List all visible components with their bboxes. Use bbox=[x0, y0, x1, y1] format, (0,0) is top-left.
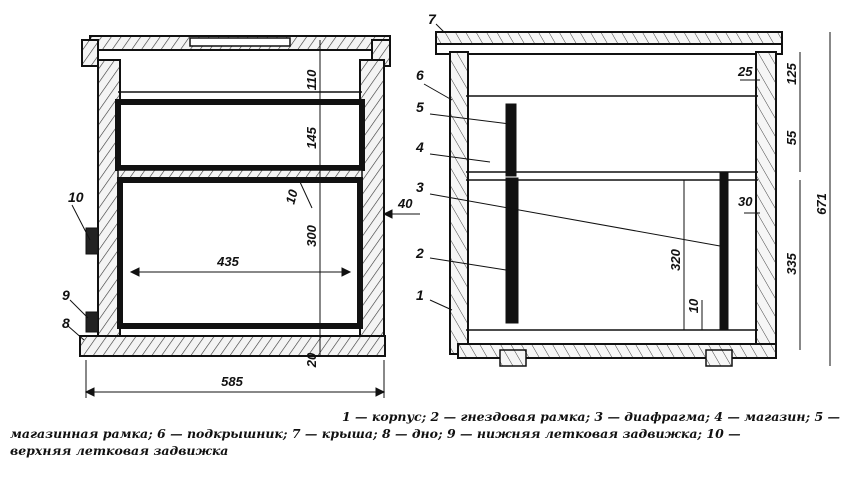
part-label-8: 8 bbox=[62, 315, 70, 331]
dim-320: 320 bbox=[668, 248, 683, 270]
side-bottom bbox=[457, 343, 777, 359]
caption-line-3: верхняя летковая задвижка bbox=[10, 443, 229, 458]
part-label-3: 3 bbox=[416, 179, 424, 195]
dim-110: 110 bbox=[304, 69, 319, 90]
roof-left-edge bbox=[81, 39, 99, 67]
part-number-labels: 10 9 8 7 6 5 4 3 2 1 bbox=[62, 11, 437, 331]
front-section-view bbox=[67, 35, 420, 398]
dim-10-side: 10 bbox=[686, 298, 701, 313]
figure-caption: 1 — корпус; 2 — гнездовая рамка; 3 — диа… bbox=[10, 408, 840, 459]
part-label-7: 7 bbox=[428, 11, 437, 27]
part-label-4: 4 bbox=[415, 139, 424, 155]
nest-frame bbox=[117, 177, 363, 329]
side-roof bbox=[435, 31, 783, 45]
dim-25: 25 bbox=[737, 64, 753, 79]
caption-line-1: 1 — корпус; 2 — гнездовая рамка; 3 — диа… bbox=[341, 409, 840, 424]
part-label-6: 6 bbox=[416, 67, 424, 83]
dim-435: 435 bbox=[216, 254, 239, 269]
dim-300: 300 bbox=[304, 224, 319, 246]
dim-671: 671 bbox=[814, 193, 829, 215]
dimension-labels: 110 145 10 40 300 435 20 585 25 125 55 3… bbox=[216, 62, 829, 389]
magazine-frame bbox=[115, 99, 365, 171]
part-label-1: 1 bbox=[416, 287, 424, 303]
dim-20: 20 bbox=[304, 352, 319, 368]
side-foot-right bbox=[705, 349, 733, 367]
side-left-wall bbox=[449, 51, 469, 355]
part-label-2: 2 bbox=[415, 245, 424, 261]
part-label-9: 9 bbox=[62, 287, 70, 303]
roof-vent bbox=[189, 37, 291, 47]
diaphragm-bar bbox=[117, 169, 363, 179]
dim-335: 335 bbox=[784, 252, 799, 274]
lower-entrance-slide bbox=[85, 311, 99, 333]
side-foot-left bbox=[499, 349, 527, 367]
part-label-10: 10 bbox=[68, 189, 84, 205]
part-label-5: 5 bbox=[416, 99, 424, 115]
dim-125: 125 bbox=[784, 62, 799, 84]
dim-40: 40 bbox=[397, 196, 413, 211]
diaphragm-side bbox=[719, 171, 729, 331]
dim-585: 585 bbox=[221, 374, 243, 389]
dim-30: 30 bbox=[738, 194, 753, 209]
hive-bottom bbox=[79, 335, 386, 357]
upper-entrance-slide bbox=[85, 227, 99, 255]
beehive-drawing: 110 145 10 40 300 435 20 585 25 125 55 3… bbox=[62, 11, 831, 398]
dim-10-front: 10 bbox=[283, 187, 301, 206]
dim-55: 55 bbox=[784, 130, 799, 145]
dim-145: 145 bbox=[304, 126, 319, 148]
side-section-view bbox=[423, 23, 831, 367]
magazine-frame-side bbox=[505, 103, 517, 177]
side-right-wall bbox=[755, 51, 777, 355]
nest-frame-side bbox=[505, 177, 519, 324]
caption-line-2: магазинная рамка; 6 — подкрышник; 7 — кр… bbox=[10, 426, 741, 441]
